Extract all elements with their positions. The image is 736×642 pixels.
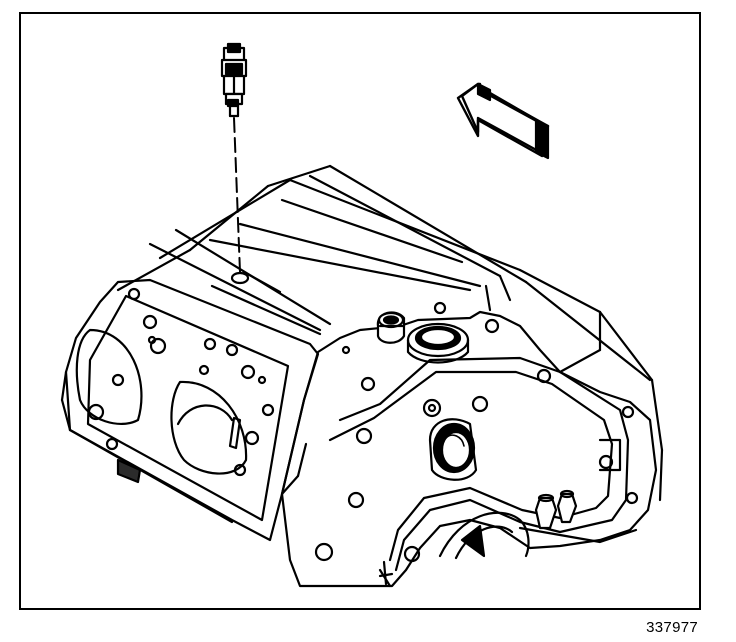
- oil-seal-ring: [406, 322, 470, 364]
- direction-arrow-icon: [456, 82, 550, 160]
- block-top-deck: [116, 164, 654, 382]
- block-front-face: [280, 301, 658, 588]
- sensor-port: [230, 271, 250, 285]
- installation-guide-line: [233, 117, 241, 273]
- camshaft-bore: [428, 418, 478, 481]
- oil-passage-fitting: [376, 311, 406, 344]
- crankshaft-saddle: [378, 489, 638, 588]
- block-right-side: [558, 310, 664, 502]
- block-left-edge: [60, 370, 308, 496]
- oil-pressure-sensor: [220, 42, 248, 118]
- cylinder-deck-face: [64, 278, 320, 542]
- figure-number: 337977: [646, 619, 698, 636]
